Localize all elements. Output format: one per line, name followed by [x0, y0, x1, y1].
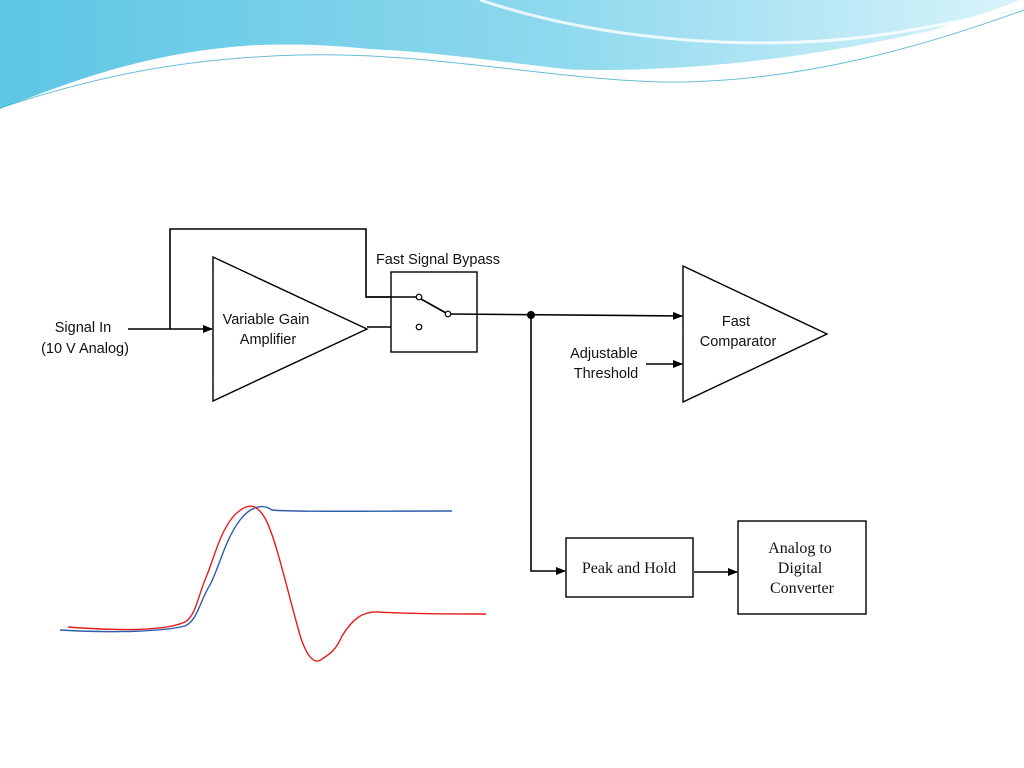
bypass-label: Fast Signal Bypass	[376, 252, 500, 268]
switch-contact-top	[415, 293, 423, 301]
switch-contact-bottom	[415, 323, 423, 331]
switch-lever	[420, 298, 447, 314]
blue-held-waveform	[59, 505, 453, 633]
waveform-illustration	[59, 505, 487, 662]
adc-label: Analog to Digital Converter	[768, 540, 836, 597]
signal-in-label: Signal In (10 V Analog)	[41, 320, 129, 357]
adc-block	[737, 520, 867, 615]
threshold-label: Adjustable Threshold	[570, 346, 642, 382]
peak-branch-wire	[530, 315, 566, 575]
fast-comparator	[682, 264, 829, 404]
vga-label: Variable Gain Amplifier	[223, 312, 314, 348]
peak-hold-label: Peak and Hold	[582, 560, 676, 577]
comparator-label: Fast Comparator	[700, 314, 777, 350]
bypass-switch-box	[390, 271, 478, 353]
header-wave-decoration	[0, 0, 1024, 115]
peak-and-hold-block	[565, 537, 694, 598]
red-pulse-waveform	[67, 505, 487, 662]
switch-output-wire	[450, 311, 683, 320]
variable-gain-amplifier	[212, 255, 369, 403]
switch-common-contact	[444, 310, 452, 318]
